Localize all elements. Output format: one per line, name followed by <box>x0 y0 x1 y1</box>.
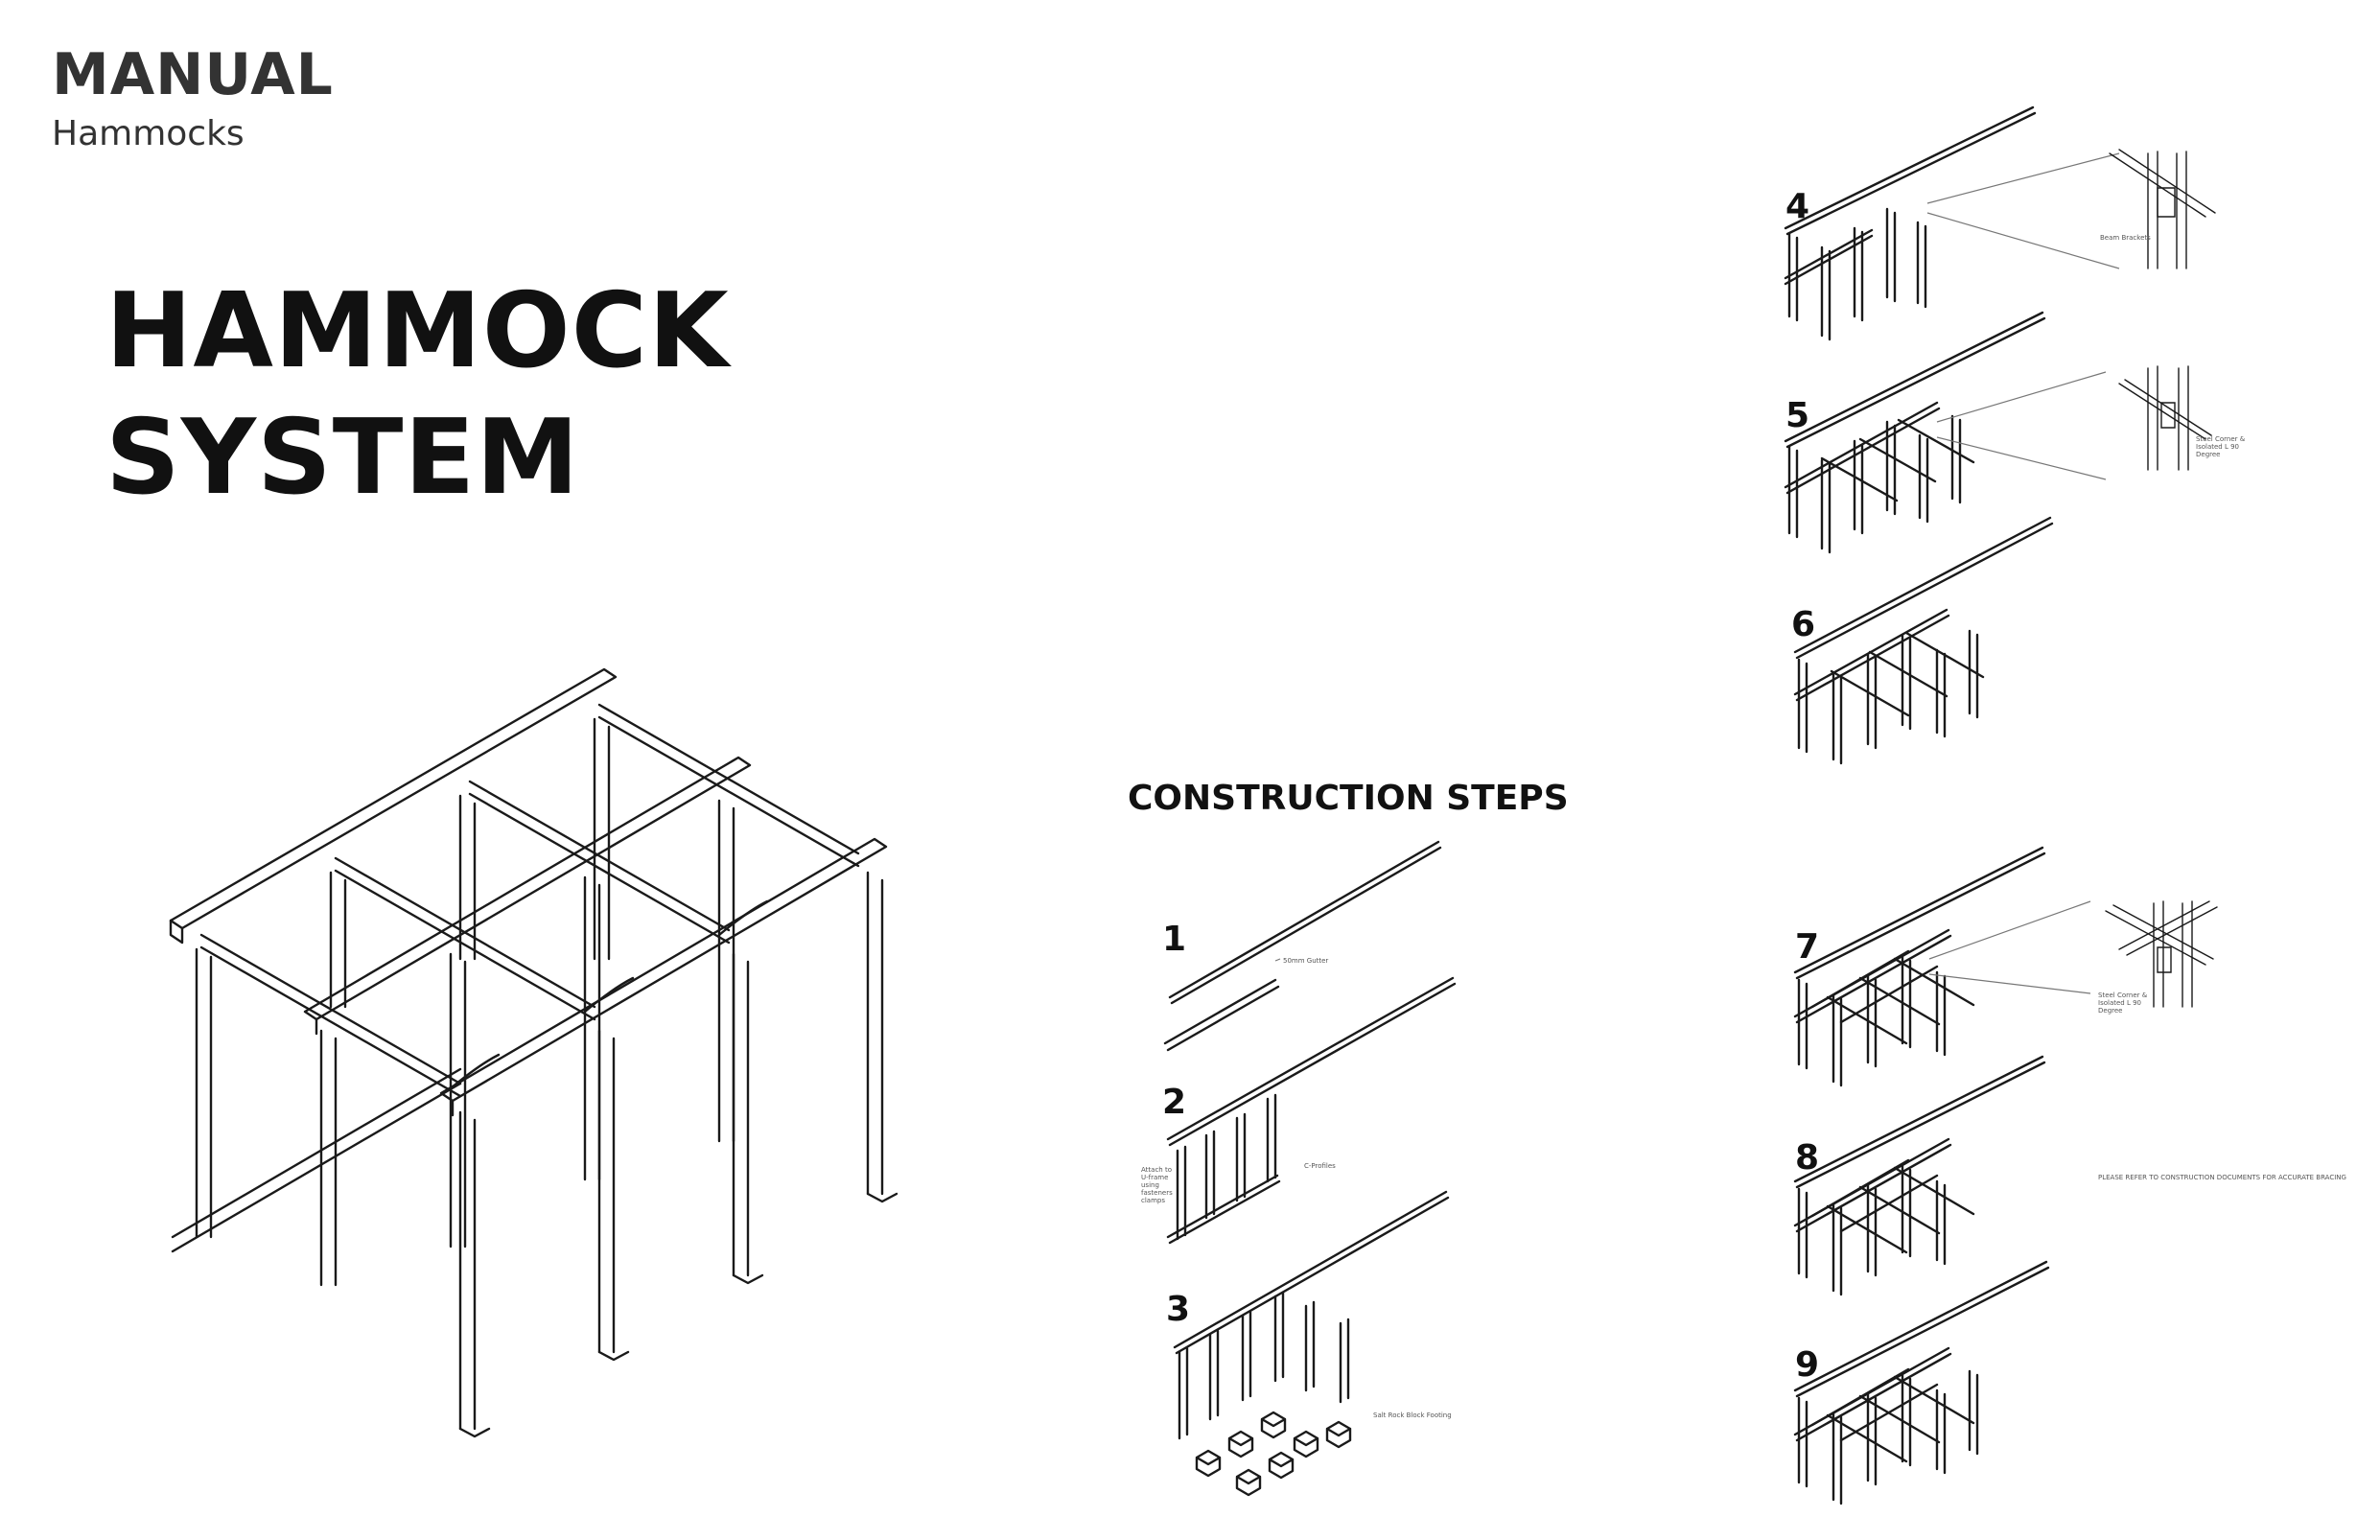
manual-label: MANUAL <box>52 41 334 108</box>
title-line-2: SYSTEM <box>105 398 580 518</box>
step-5-note: Steel Corner & Isolated L 90 Degree <box>2196 435 2246 458</box>
title-line-1: HAMMOCK <box>105 271 730 391</box>
step-4-note: Beam Brackets <box>2100 234 2151 242</box>
step-number-8: 8 <box>1795 1138 1820 1178</box>
step-number-5: 5 <box>1785 396 1810 435</box>
step-number-2: 2 <box>1162 1083 1187 1122</box>
step-2-note-left: Attach to U-frame using fasteners clamps <box>1141 1166 1173 1204</box>
step-3-note: Salt Rock Block Footing <box>1373 1412 1452 1419</box>
step-number-7: 7 <box>1795 927 1820 967</box>
step-number-6: 6 <box>1791 605 1816 644</box>
construction-steps-heading: CONSTRUCTION STEPS <box>1128 779 1569 818</box>
step-2-note-right: C-Profiles <box>1304 1162 1336 1170</box>
step-7-note: Steel Corner & Isolated L 90 Degree <box>2098 992 2148 1015</box>
step-1-note: 50mm Gutter <box>1283 957 1329 965</box>
manual-subtitle: Hammocks <box>52 114 245 153</box>
step-number-9: 9 <box>1795 1345 1820 1385</box>
page-title: HAMMOCK SYSTEM <box>105 268 730 522</box>
step-number-1: 1 <box>1162 920 1187 959</box>
step-8-note: PLEASE REFER TO CONSTRUCTION DOCUMENTS F… <box>2098 1174 2346 1181</box>
step-number-3: 3 <box>1166 1290 1191 1329</box>
